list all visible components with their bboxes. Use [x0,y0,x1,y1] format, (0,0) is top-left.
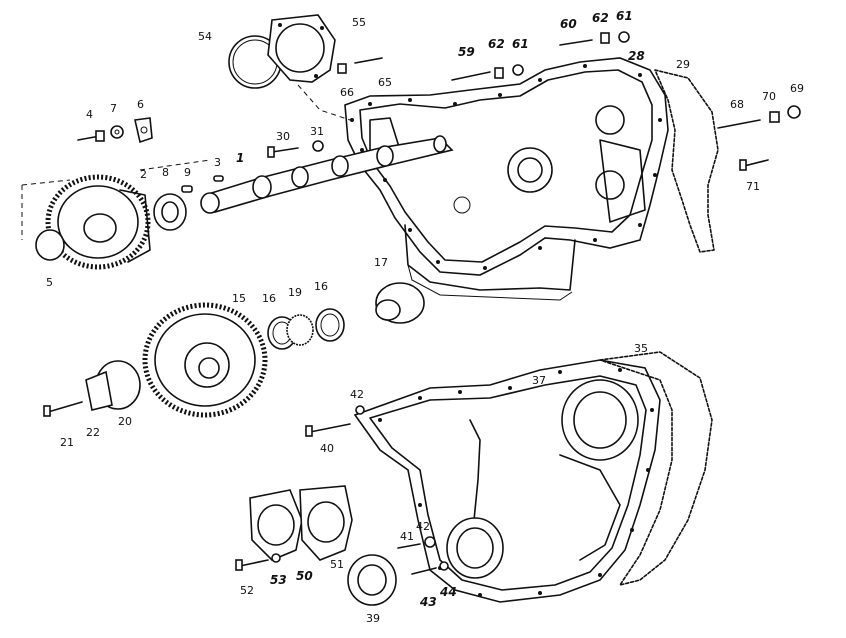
nut-62a [494,67,504,79]
bolt-41 [397,543,421,549]
callout-9: 9 [184,166,191,179]
callout-2: 2 [140,168,147,181]
washer-53 [271,553,281,563]
callout-35: 35 [634,342,648,355]
callout-55: 55 [352,16,366,29]
callout-42b: 42 [416,520,430,533]
gasket-35 [599,351,713,586]
oil-seal-39 [347,554,397,606]
idler-gear-15 [142,302,268,418]
washer-69 [787,105,801,119]
leader-cover [297,84,351,121]
stud-68 [717,119,761,129]
callout-54: 54 [198,30,212,43]
bolt-30 [267,146,299,158]
callout-30: 30 [276,130,290,143]
front-cover [353,359,661,603]
washer-42a [355,405,365,415]
callout-42a: 42 [350,388,364,401]
callout-28: 28 [628,49,645,63]
plate-51 [299,485,353,561]
callout-44: 44 [439,585,457,599]
washer-42b [424,536,436,548]
callout-29: 29 [676,58,690,71]
bolt-65 [354,57,383,64]
callout-6: 6 [137,98,144,111]
bearing-16b [315,308,345,342]
callout-70: 70 [762,90,776,103]
washer-61a [512,64,524,76]
bolt-40 [305,423,351,437]
callout-21: 21 [60,436,74,449]
bolt-21 [43,401,83,417]
callout-59: 59 [458,45,475,59]
callout-50: 50 [296,569,313,583]
key-9 [181,185,193,193]
callout-61b: 61 [616,9,633,23]
stud-59 [451,71,491,81]
camshaft [200,135,454,214]
plate-50 [249,489,303,561]
cover-plate-55 [267,14,336,83]
callout-65: 65 [378,76,392,89]
callout-62b: 62 [592,11,609,25]
plate-22 [85,370,113,411]
bolt-43 [411,567,437,575]
disc-5 [35,229,65,261]
bolt-52 [235,559,269,571]
bolt-71 [739,159,769,171]
callout-69: 69 [790,82,804,95]
callout-7: 7 [110,102,117,115]
callout-5: 5 [46,276,53,289]
stud-60 [559,39,593,46]
callout-52: 52 [240,584,254,597]
gasket-29 [654,69,719,253]
nut-70 [769,111,780,123]
callout-8: 8 [162,166,169,179]
callout-39: 39 [366,612,380,625]
callout-19: 19 [288,286,302,299]
callout-15: 15 [232,292,246,305]
callout-68: 68 [730,98,744,111]
callout-4: 4 [86,108,93,121]
washer-7 [110,125,124,139]
callout-53: 53 [270,573,287,587]
callout-71: 71 [746,180,760,193]
callout-17: 17 [374,256,388,269]
housing-bolt-holes [350,64,662,270]
bolt-4 [77,130,105,142]
key-3 [213,175,224,182]
callout-51: 51 [330,558,344,571]
callout-61a: 61 [512,37,529,51]
nut-66 [337,63,347,74]
washer-61b [618,31,630,43]
callout-22: 22 [86,426,100,439]
nut-62b [600,32,610,44]
bushing-17 [375,282,425,324]
callout-43: 43 [419,595,437,609]
upper-housing [344,57,669,301]
spacer-8 [153,193,187,231]
callout-16a: 16 [262,292,276,305]
callout-16b: 16 [314,280,328,293]
bearing-19 [286,314,314,346]
callout-31: 31 [310,125,324,138]
callout-labels: 1 2 3 4 5 6 7 8 9 15 16 19 16 17 20 21 2… [46,9,804,625]
callout-1: 1 [236,151,244,165]
callout-60: 60 [560,17,577,31]
assembly-leader-upper [21,159,211,240]
camshaft-gear-2 [45,174,151,270]
lock-plate-6 [134,117,153,144]
washer-44 [439,561,449,571]
callout-62a: 62 [488,37,505,51]
callout-66: 66 [340,86,354,99]
callout-37: 37 [532,374,546,387]
callout-41: 41 [400,530,414,543]
callout-3: 3 [214,156,221,169]
washer-31 [312,140,324,152]
callout-40: 40 [320,442,334,455]
callout-20: 20 [118,415,132,428]
